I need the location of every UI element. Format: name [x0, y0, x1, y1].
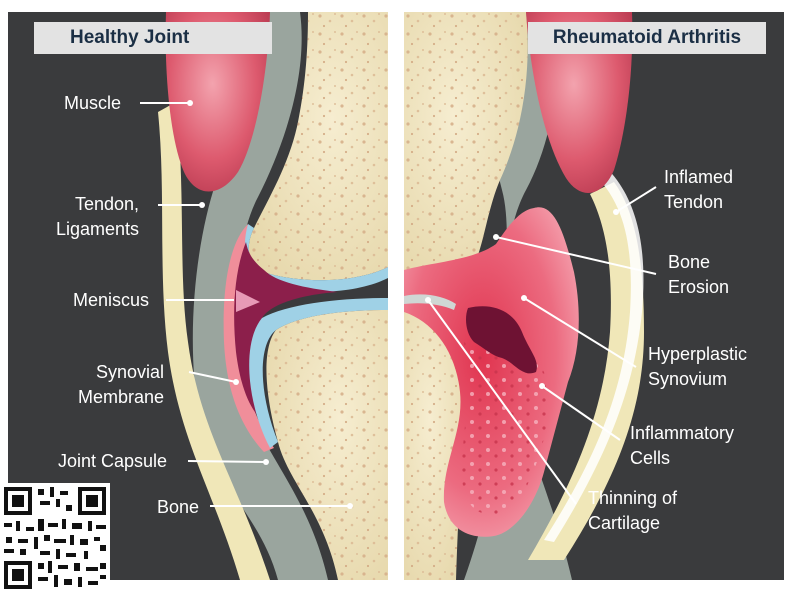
label-inflammatory-cells: Inflammatory Cells: [630, 423, 735, 468]
label-meniscus: Meniscus: [73, 290, 150, 310]
label-thinning-of-cartilage: Thinning of Cartilage: [588, 488, 678, 533]
label-joint-capsule: Joint Capsule: [58, 451, 168, 471]
label-bone: Bone: [157, 497, 200, 517]
inflamed-tendon: [528, 182, 644, 560]
label-inflamed-tendon: Inflamed Tendon: [664, 167, 734, 212]
healthy-joint-title: Healthy Joint: [34, 22, 272, 54]
leader-bone-erosion: [495, 236, 657, 275]
label-tendon-ligaments: Tendon, Ligaments: [56, 194, 140, 239]
label-hyperplastic-synovium: Hyperplastic Synovium: [648, 344, 748, 389]
leader-synovial-membrane: [188, 371, 237, 383]
muscle: [526, 12, 633, 193]
leader-joint-capsule: [187, 460, 267, 463]
leader-thinning-cartilage: [427, 299, 577, 505]
inflammatory-cells: [461, 338, 548, 515]
leader-inflamed-tendon: [615, 186, 657, 213]
muscle: [165, 12, 270, 192]
bone-erosion: [466, 306, 537, 374]
healthy-joint-panel: Healthy Joint: [8, 12, 388, 580]
rheumatoid-arthritis-panel: Rheumatoid Arthritis: [404, 12, 784, 580]
healthy-joint-illustration: [140, 12, 388, 580]
lower-cartilage: [249, 298, 388, 448]
leader-inflammatory-cells: [541, 385, 621, 441]
rheumatoid-arthritis-title: Rheumatoid Arthritis: [528, 22, 766, 54]
leader-hyperplastic-synovium: [523, 297, 637, 368]
label-bone-erosion: Bone Erosion: [668, 252, 730, 297]
rheumatoid-arthritis-illustration: [404, 12, 657, 580]
tendon-band: [158, 102, 270, 580]
meniscus: [234, 242, 338, 416]
qr-code-icon: [0, 483, 110, 593]
label-synovial-membrane: Synovial Membrane: [78, 362, 165, 407]
meniscus-marker: [236, 290, 260, 312]
label-muscle: Muscle: [64, 93, 122, 113]
